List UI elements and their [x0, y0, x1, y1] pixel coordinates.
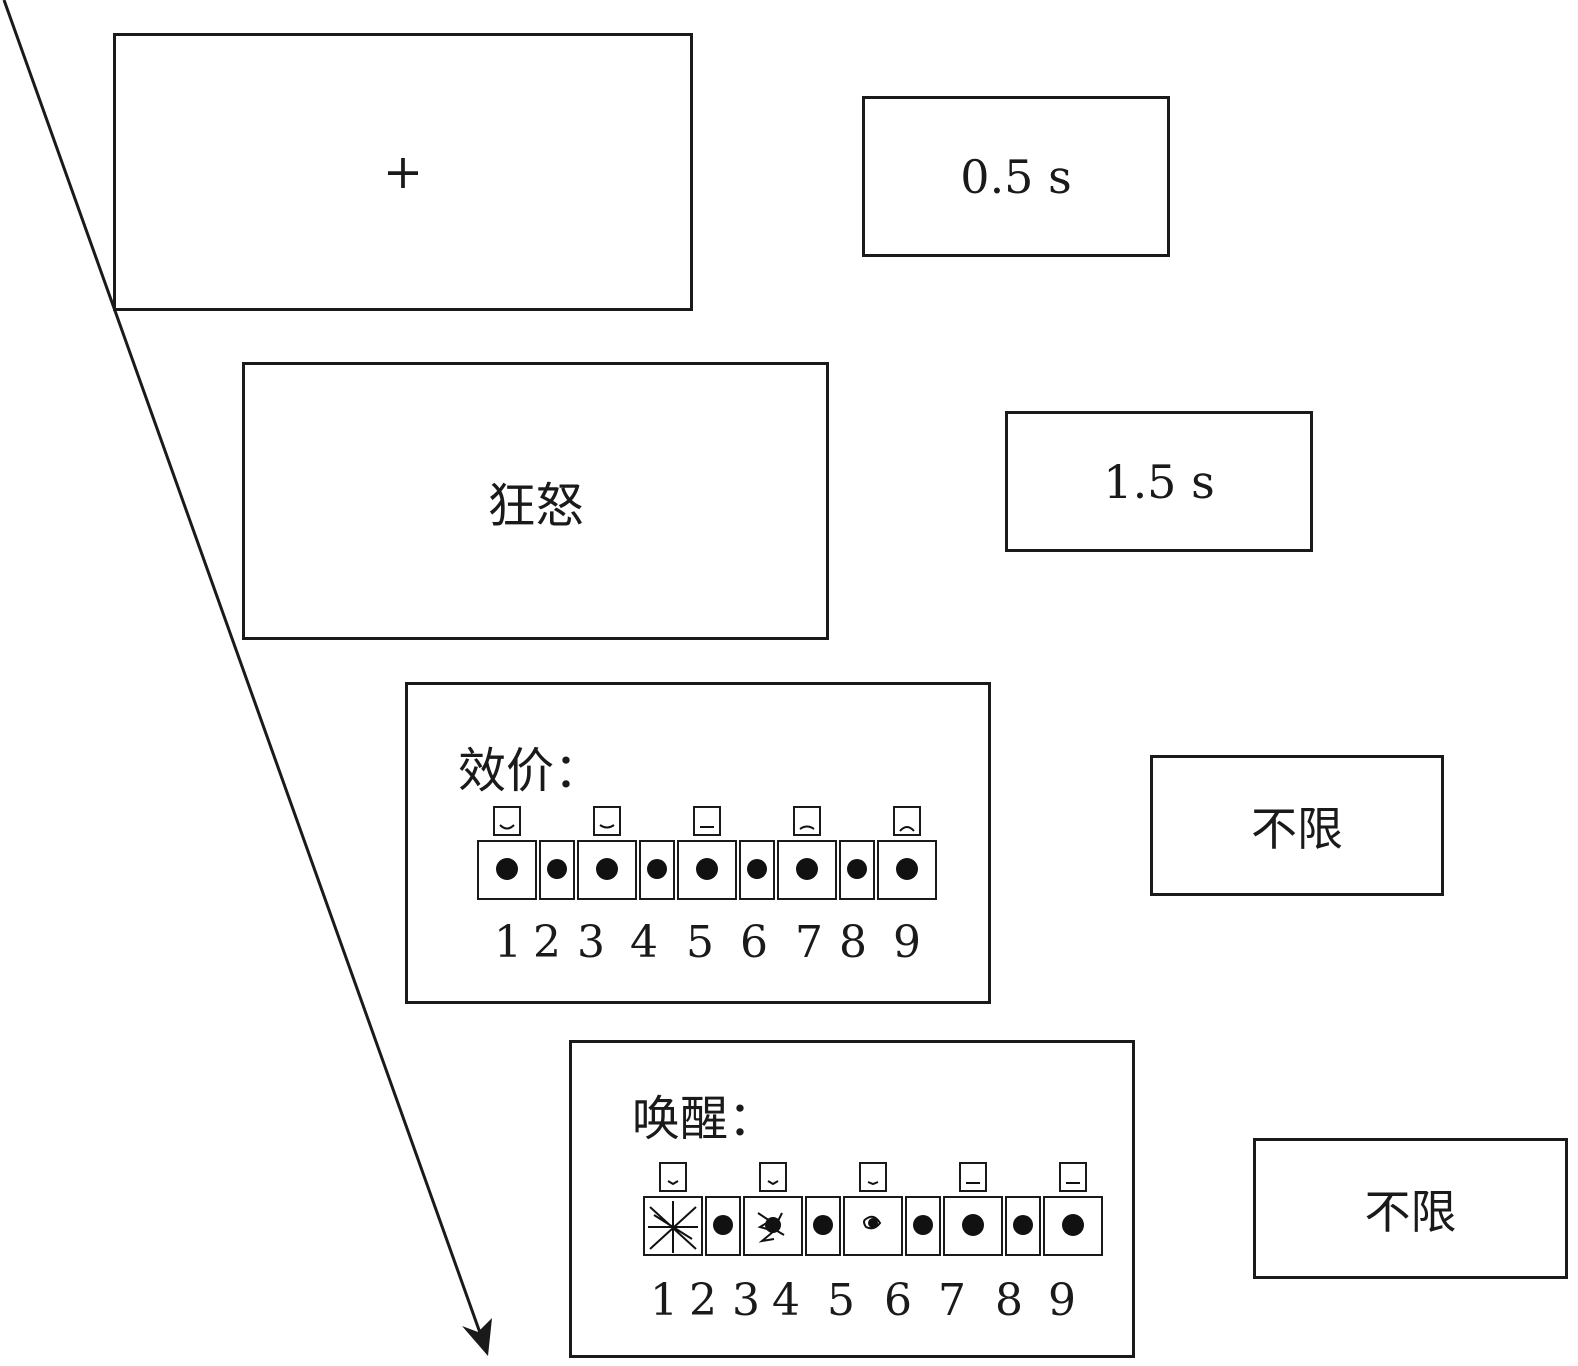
arousal-rating-screen: 唤醒： 1 2 3 4 5 6 7 8 9 [569, 1040, 1135, 1358]
valence-scale-number: 5 [686, 917, 714, 968]
duration-box-1: 0.5 s [862, 96, 1170, 257]
arousal-scale-number: 8 [995, 1275, 1023, 1326]
word-screen: 狂怒 [242, 362, 829, 640]
duration-text: 1.5 s [1103, 454, 1215, 509]
arousal-scale-number: 4 [772, 1275, 800, 1326]
valence-scale-number: 9 [893, 917, 921, 968]
duration-text: 0.5 s [960, 149, 1072, 204]
duration-box-3: 不限 [1150, 755, 1444, 896]
arousal-scale-number: 7 [938, 1275, 966, 1326]
valence-sam-scale[interactable] [474, 801, 944, 909]
valence-scale-number: 7 [795, 917, 823, 968]
arousal-scale-number: 6 [884, 1275, 912, 1326]
valence-scale-number: 3 [577, 917, 605, 968]
valence-scale-number: 1 [494, 917, 522, 968]
duration-box-2: 1.5 s [1005, 411, 1313, 552]
valence-rating-screen: 效价： 1 2 3 4 5 6 7 8 [405, 682, 991, 1004]
arousal-prompt: 唤醒： [632, 1091, 777, 1147]
duration-text: 不限 [1251, 801, 1343, 856]
valence-scale-number: 4 [630, 917, 658, 968]
arousal-scale-number: 1 [650, 1275, 678, 1326]
fixation-screen: + [113, 33, 693, 311]
valence-prompt: 效价： [458, 743, 603, 799]
duration-box-4: 不限 [1253, 1138, 1568, 1279]
valence-scale-number: 2 [533, 917, 561, 968]
arousal-sam-scale[interactable] [640, 1157, 1110, 1265]
valence-scale-number: 6 [740, 917, 768, 968]
arousal-scale-number: 9 [1048, 1275, 1076, 1326]
arousal-scale-number: 5 [827, 1275, 855, 1326]
fixation-cross: + [382, 144, 424, 200]
arousal-scale-number: 2 [689, 1275, 717, 1326]
arousal-scale-number: 3 [732, 1275, 760, 1326]
emotion-word: 狂怒 [487, 478, 584, 534]
duration-text: 不限 [1364, 1184, 1457, 1239]
valence-scale-number: 8 [839, 917, 867, 968]
